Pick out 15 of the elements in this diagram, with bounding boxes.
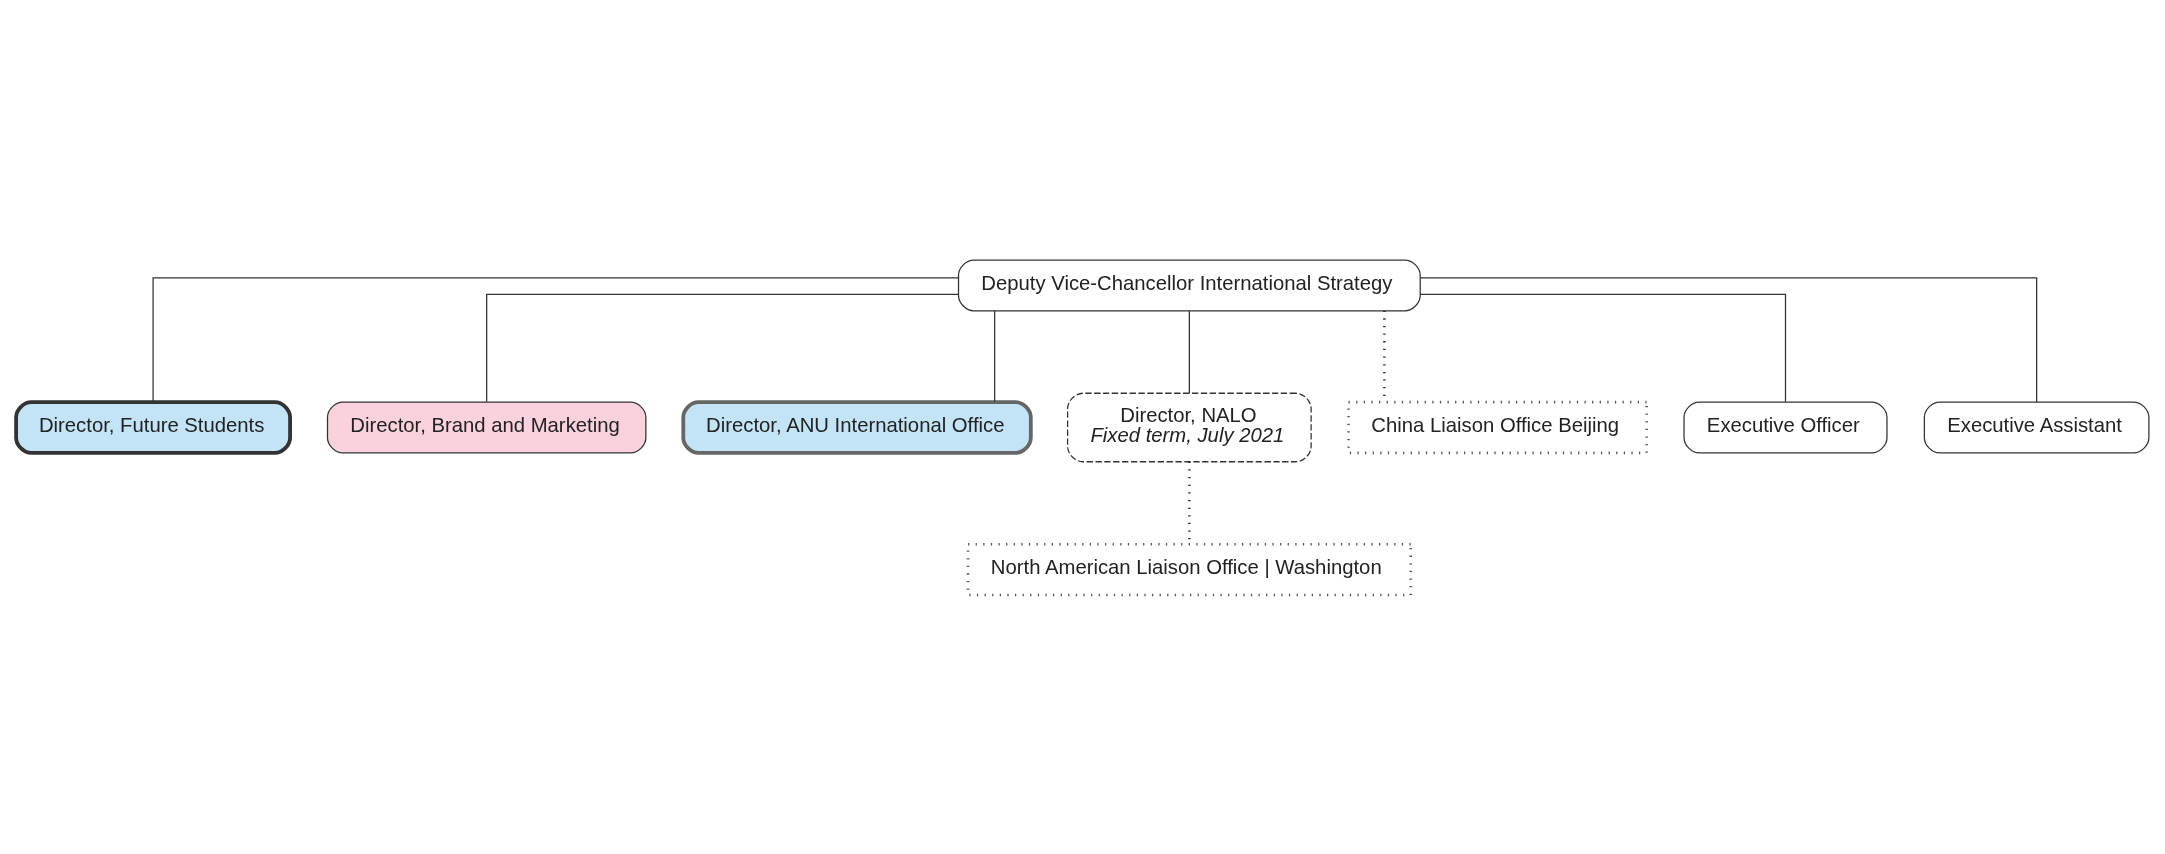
- node-box: China Liaison Office Beijing: [1347, 400, 1648, 454]
- connector: [1419, 293, 1787, 402]
- node-box: Director, Brand and Marketing: [326, 401, 647, 453]
- node-box: Director, NALO Fixed term, July 2021: [1066, 392, 1312, 462]
- connector: [994, 309, 996, 402]
- node-box: Deputy Vice-Chancellor International Strategy: [957, 258, 1421, 311]
- node-box: Executive Officer: [1683, 401, 1888, 453]
- node-box: Director, Future Students: [14, 399, 292, 455]
- node-box: Executive Assistant: [1923, 401, 2150, 453]
- connector: [1419, 276, 2038, 403]
- connector: [152, 276, 960, 403]
- connector: [486, 293, 959, 402]
- node-box: Director, ANU International Office: [681, 399, 1033, 455]
- node-box: North American Liaison Office | Washington: [966, 542, 1412, 596]
- connector: [1188, 309, 1190, 394]
